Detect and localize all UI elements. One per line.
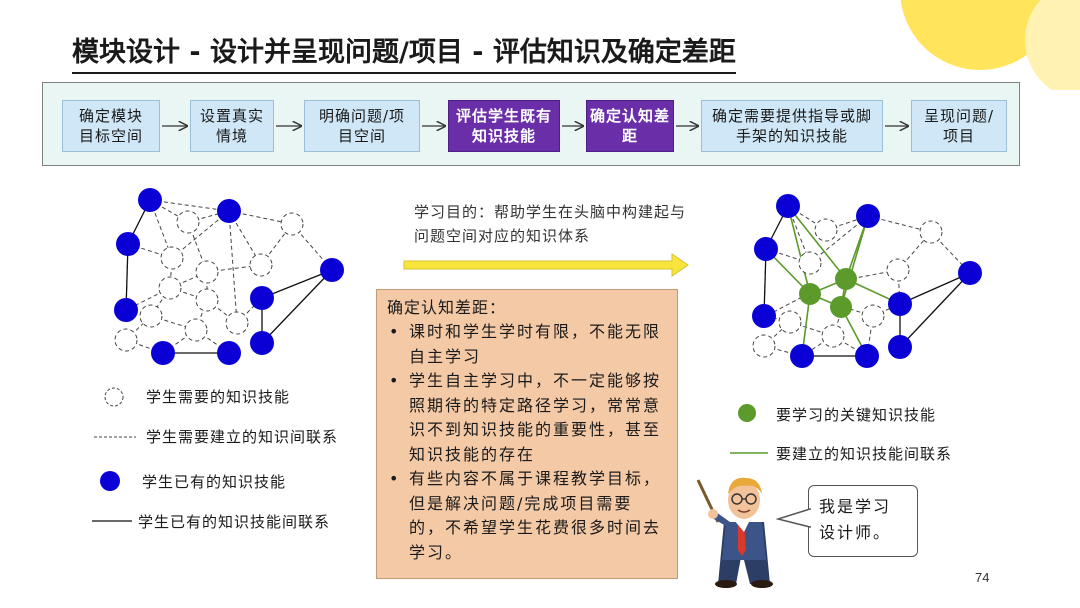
gap-list: 课时和学生学时有限，不能无限自主学习 学生自主学习中，不一定能够按照期待的特定路… bbox=[387, 320, 667, 565]
speech-bubble: 我是学习设计师。 bbox=[808, 485, 918, 557]
flow-arrows bbox=[162, 0, 1080, 200]
legend-symbols-right bbox=[730, 404, 768, 454]
flow-step-2-label: 设置真实情境 bbox=[199, 107, 264, 145]
flow-step-4-label: 评估学生既有知识技能 bbox=[455, 107, 552, 145]
decorative-yellow-shapes bbox=[900, 0, 1080, 90]
current-knowledge-network bbox=[114, 188, 344, 365]
flow-step-6-label: 确定需要提供指导或脚手架的知识技能 bbox=[711, 107, 872, 145]
legend-existing-skill: 学生已有的知识技能 bbox=[142, 473, 287, 491]
legend-key-skill: 要学习的关键知识技能 bbox=[776, 406, 937, 424]
legend-needed-skill: 学生需要的知识技能 bbox=[146, 388, 291, 406]
flow-step-1-label: 确定模块目标空间 bbox=[78, 107, 143, 145]
flow-step-5: 确定认知差距 bbox=[586, 100, 674, 152]
flow-step-1: 确定模块目标空间 bbox=[62, 100, 160, 152]
page-number: 74 bbox=[975, 570, 990, 585]
flow-step-7-label: 呈现问题/项目 bbox=[923, 107, 995, 145]
flow-step-3: 明确问题/项目空间 bbox=[304, 100, 420, 152]
gap-item: 课时和学生学时有限，不能无限自主学习 bbox=[387, 320, 667, 369]
legend-symbols-left bbox=[92, 387, 136, 522]
speech-bubble-tail bbox=[776, 507, 812, 528]
target-knowledge-network bbox=[752, 194, 982, 368]
flow-step-5-label: 确定认知差距 bbox=[590, 107, 671, 145]
learning-goal-text: 学习目的：帮助学生在头脑中构建起与问题空间对应的知识体系 bbox=[414, 203, 687, 245]
legend-key-link: 要建立的知识技能间联系 bbox=[776, 445, 953, 463]
gap-item: 学生自主学习中，不一定能够按照期待的特定路径学习，常常意识不到知识技能的重要性，… bbox=[387, 369, 667, 467]
big-right-arrow bbox=[403, 253, 689, 277]
legend-needed-link: 学生需要建立的知识间联系 bbox=[146, 428, 339, 446]
teacher-illustration bbox=[696, 477, 773, 588]
flow-step-4: 评估学生既有知识技能 bbox=[448, 100, 560, 152]
gap-item: 有些内容不属于课程教学目标，但是解决问题/完成项目需要的，不希望学生花费很多时间… bbox=[387, 467, 667, 565]
flow-step-3-label: 明确问题/项目空间 bbox=[318, 107, 406, 145]
page-title: 模块设计 - 设计并呈现问题/项目 - 评估知识及确定差距 bbox=[72, 34, 736, 74]
flow-step-7: 呈现问题/项目 bbox=[911, 100, 1007, 152]
gap-title: 确定认知差距： bbox=[387, 298, 507, 317]
flow-step-2: 设置真实情境 bbox=[190, 100, 274, 152]
flow-step-6: 确定需要提供指导或脚手架的知识技能 bbox=[701, 100, 883, 152]
legend-existing-link: 学生已有的知识技能间联系 bbox=[138, 513, 331, 531]
cognitive-gap-box: 确定认知差距： 课时和学生学时有限，不能无限自主学习 学生自主学习中，不一定能够… bbox=[376, 289, 678, 579]
